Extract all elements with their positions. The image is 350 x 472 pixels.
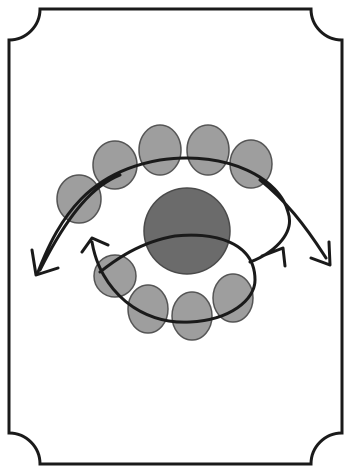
arrowhead-icon xyxy=(311,242,330,265)
outer-ring-circle xyxy=(187,125,229,175)
arrowhead-icon xyxy=(262,248,285,266)
right-diagonal-path xyxy=(260,180,326,258)
inner-ring-circle xyxy=(172,292,212,340)
outer-ring-circle xyxy=(139,125,181,175)
outer-ring-circle xyxy=(57,175,101,223)
center-circle xyxy=(144,188,230,274)
